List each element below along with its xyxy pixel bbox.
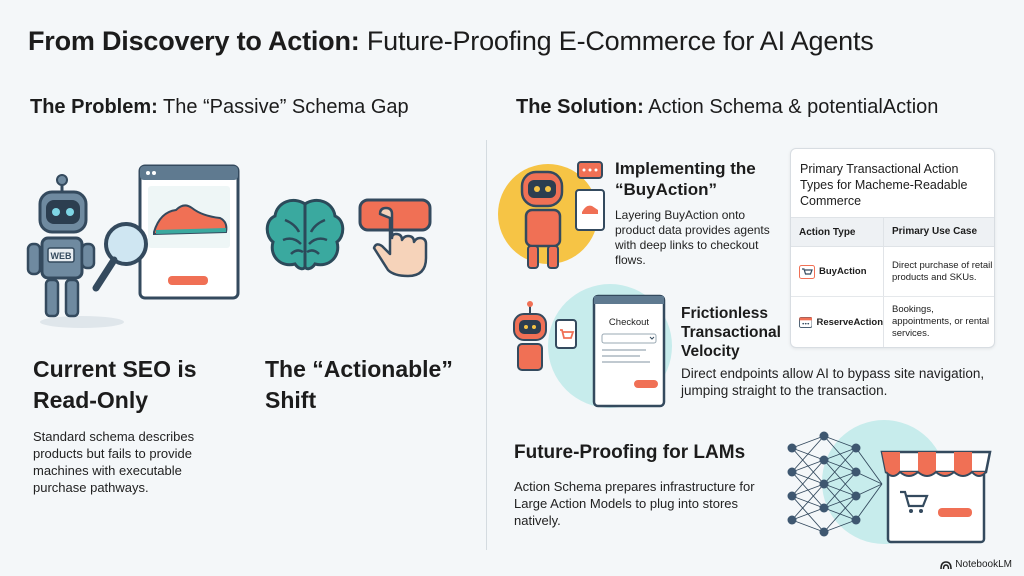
storefront-icon bbox=[880, 450, 992, 544]
use-case-label: Bookings, appointments, or rental servic… bbox=[883, 297, 994, 347]
table-header: Action Type Primary Use Case bbox=[791, 217, 994, 247]
buyaction-robot-illustration bbox=[498, 161, 605, 269]
robot-icon: WEB bbox=[26, 174, 96, 318]
notebooklm-logo-icon bbox=[940, 560, 953, 569]
cart-icon bbox=[799, 264, 815, 279]
page-title: From Discovery to Action: Future-Proofin… bbox=[28, 26, 874, 56]
frictionless-description: Direct endpoints allow AI to bypass site… bbox=[681, 366, 985, 398]
lams-description: Action Schema prepares infrastructure fo… bbox=[514, 479, 755, 528]
robot-icon bbox=[520, 170, 564, 269]
action-type-label: BuyAction bbox=[819, 266, 867, 277]
robot-magnifier-illustration: WEB bbox=[26, 164, 240, 328]
table-row: ReserveAction Bookings, appointments, or… bbox=[791, 297, 994, 347]
phone-icon bbox=[555, 319, 577, 349]
click-button-icon bbox=[358, 198, 432, 278]
brain-icon bbox=[265, 199, 345, 271]
notebooklm-watermark: NotebookLM bbox=[940, 559, 1012, 570]
action-type-label: ReserveAction bbox=[816, 316, 883, 328]
table-caption: Primary Transactional Action Types for M… bbox=[800, 162, 968, 208]
browser-window-icon bbox=[138, 164, 240, 300]
use-case-label: Direct purchase of retail products and S… bbox=[883, 247, 994, 296]
footer-brand: NotebookLM bbox=[955, 559, 1012, 570]
table-header-use-case: Primary Use Case bbox=[883, 218, 994, 246]
lams-title: Future-Proofing for LAMs bbox=[514, 442, 746, 463]
magnifier-icon bbox=[92, 222, 148, 292]
neural-network-icon bbox=[791, 435, 883, 533]
action-types-table: Primary Transactional Action Types for M… bbox=[790, 148, 995, 348]
seo-title: Current SEO is Read-Only bbox=[33, 356, 197, 413]
checkout-label: Checkout bbox=[609, 317, 649, 328]
table-row: BuyAction Direct purchase of retail prod… bbox=[791, 247, 994, 297]
problem-heading: The Problem: The “Passive” Schema Gap bbox=[30, 96, 409, 118]
seo-description: Standard schema describes products but f… bbox=[33, 429, 195, 495]
svg-text:WEB: WEB bbox=[51, 251, 72, 261]
neural-store-illustration bbox=[787, 420, 992, 544]
calendar-icon bbox=[799, 316, 813, 328]
robot-icon bbox=[513, 301, 547, 371]
checkout-illustration: Checkout bbox=[513, 284, 672, 408]
section-divider bbox=[486, 140, 487, 550]
solution-heading: The Solution: Action Schema & potentialA… bbox=[516, 96, 939, 118]
buyaction-description: Layering BuyAction onto product data pro… bbox=[615, 208, 770, 267]
shift-title: The “Actionable” Shift bbox=[265, 356, 453, 413]
buyaction-title: Implementing the “BuyAction” bbox=[615, 159, 756, 199]
table-header-action-type: Action Type bbox=[799, 226, 856, 238]
frictionless-title: Frictionless Transactional Velocity bbox=[681, 305, 781, 360]
